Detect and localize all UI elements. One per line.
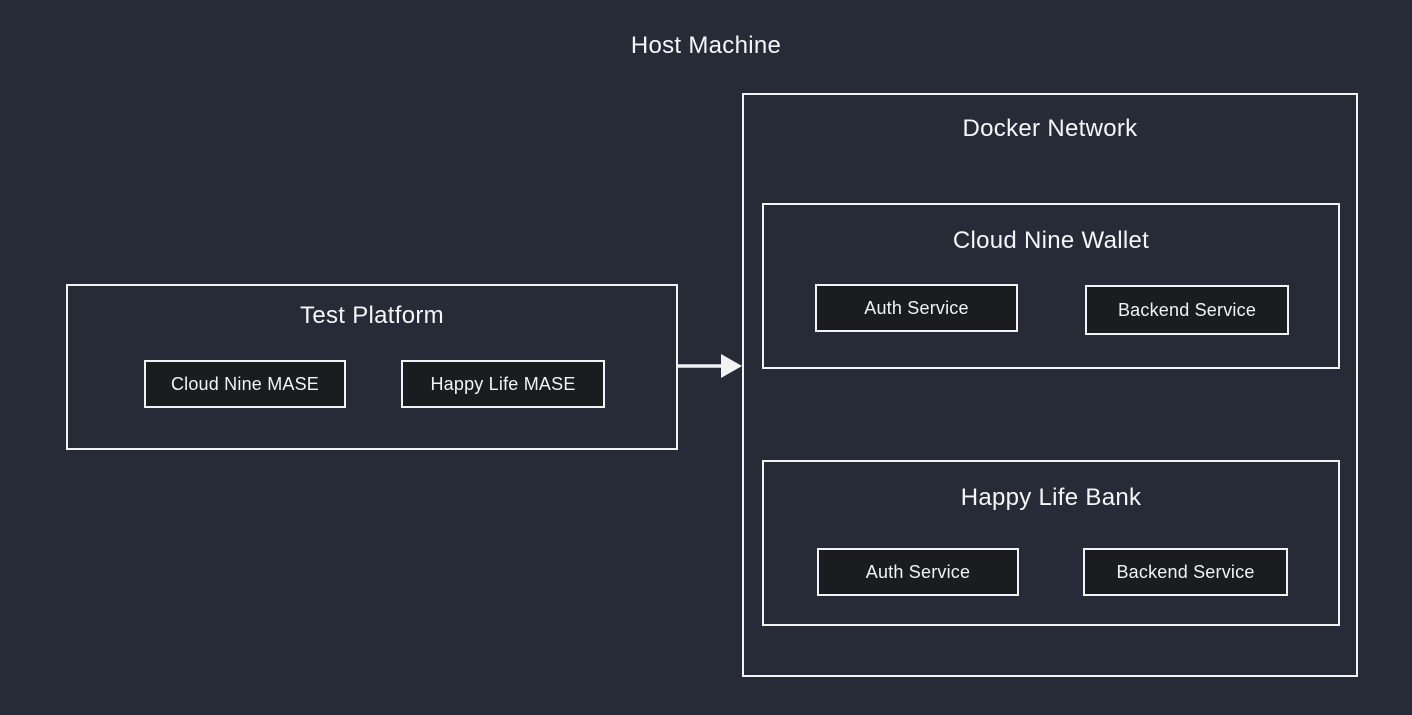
docker-network-label: Docker Network (962, 115, 1138, 142)
cloud-nine-wallet-box: Cloud Nine Wallet Auth Service Backend S… (762, 203, 1340, 369)
happy-life-mase-node: Happy Life MASE (401, 360, 605, 408)
cloud-nine-backend-service-node: Backend Service (1085, 285, 1289, 335)
test-platform-label: Test Platform (300, 302, 444, 329)
cloud-nine-mase-node: Cloud Nine MASE (144, 360, 346, 408)
happy-life-backend-service-node: Backend Service (1083, 548, 1288, 596)
cloud-nine-auth-service-node: Auth Service (815, 284, 1018, 332)
right-arrow-connector (678, 354, 742, 378)
happy-life-auth-service-node: Auth Service (817, 548, 1019, 596)
test-platform-box: Test Platform Cloud Nine MASE Happy Life… (66, 284, 678, 450)
happy-life-bank-label: Happy Life Bank (960, 484, 1142, 511)
cloud-nine-wallet-label: Cloud Nine Wallet (952, 227, 1150, 254)
host-machine-label: Host Machine (630, 32, 782, 59)
happy-life-bank-box: Happy Life Bank Auth Service Backend Ser… (762, 460, 1340, 626)
docker-network-box: Docker Network (742, 93, 1358, 677)
